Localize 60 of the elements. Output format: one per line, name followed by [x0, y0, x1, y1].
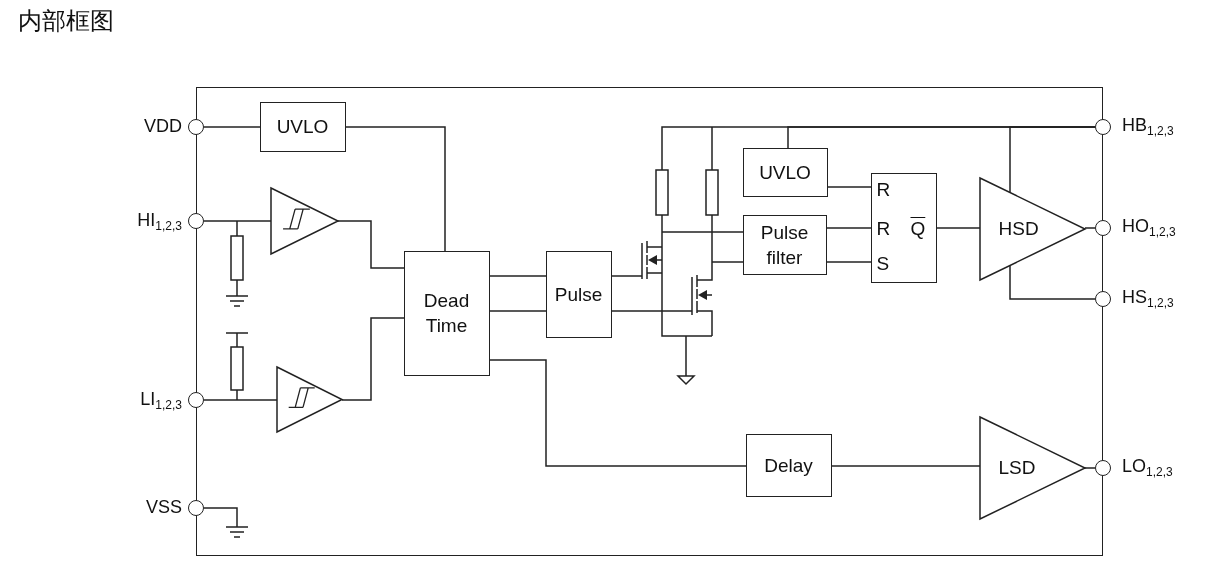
wire: [611, 310, 631, 312]
delay-block: [745, 433, 832, 497]
pin-terminal: [188, 500, 204, 516]
wire: [489, 310, 547, 312]
wire: [827, 186, 872, 188]
diagram-title: 内部框图: [18, 6, 114, 36]
pin-name: HB$_{1,2,3}$: [1122, 114, 1174, 137]
driver-label: LSD: [998, 455, 1036, 480]
pulse-filter-block: [742, 214, 827, 275]
wire: [489, 359, 747, 467]
latch-input-label: S: [876, 251, 890, 276]
pin-name: LO$_{1,2,3}$: [1122, 455, 1173, 478]
pin-name: VSS: [145, 496, 182, 518]
pin-name: HO$_{1,2,3}$: [1122, 215, 1176, 238]
pin-terminal: [1095, 291, 1111, 307]
pin-terminal: [188, 213, 204, 229]
wire: [1009, 126, 1096, 193]
latch-input-label: R: [876, 216, 891, 241]
wire: [936, 227, 981, 229]
wire: [203, 126, 261, 128]
chip-outline: [196, 87, 1103, 556]
wire: [337, 220, 405, 269]
pin-terminal: [1095, 119, 1111, 135]
sr-latch-block: [870, 172, 937, 283]
uvlo-block: [742, 147, 828, 197]
block-label: Delay: [764, 453, 813, 478]
wire: [341, 317, 405, 401]
wire: [345, 126, 446, 252]
block-label: UVLO: [759, 160, 811, 185]
pin-name: VDD: [144, 115, 182, 137]
driver-label: HSD: [998, 216, 1039, 241]
pin-terminal: [188, 392, 204, 408]
pin-name: LI$_{1,2,3}$: [140, 388, 182, 411]
pin-terminal: [188, 119, 204, 135]
wire: [203, 399, 278, 401]
wire: [1084, 467, 1096, 469]
wire: [203, 220, 272, 222]
pin-terminal: [1095, 460, 1111, 476]
block-label: UVLO: [276, 115, 329, 139]
block-label: Pulse filter: [759, 220, 810, 270]
wire: [826, 261, 872, 263]
level-shifter-drawing: [629, 126, 725, 387]
pulse-block: [545, 250, 612, 338]
wire: [489, 275, 547, 277]
wire: [724, 261, 744, 263]
uvlo-block: [259, 101, 346, 152]
pin-name: HI$_{1,2,3}$: [137, 209, 182, 232]
block-label: Dead Time: [422, 289, 471, 338]
wire: [1009, 265, 1096, 300]
dead-time-block: [403, 250, 490, 376]
wire: [724, 231, 744, 233]
pin-name: HS$_{1,2,3}$: [1122, 286, 1174, 309]
wire: [1084, 227, 1096, 229]
wire: [826, 227, 872, 229]
wire: [611, 275, 631, 277]
latch-output-label: Q: [910, 216, 926, 241]
pin-terminal: [1095, 220, 1111, 236]
block-label: Pulse: [554, 282, 603, 307]
latch-input-label: R: [876, 177, 891, 202]
wire: [831, 465, 981, 467]
